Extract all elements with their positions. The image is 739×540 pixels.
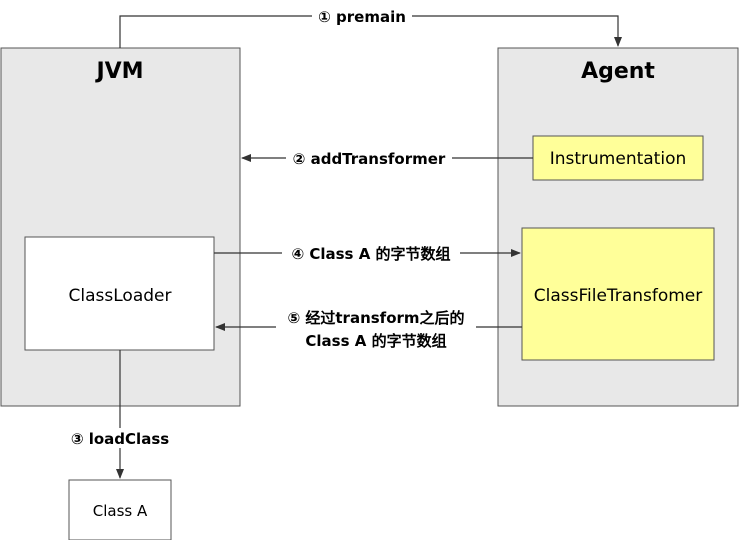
add-transformer-label: ② addTransformer [293, 150, 446, 168]
jvm-title: JVM [94, 59, 143, 84]
agent-title: Agent [581, 59, 655, 84]
classloader-label: ClassLoader [69, 286, 172, 306]
class-a-label: Class A [93, 502, 148, 520]
transformer-label: ClassFileTransfomer [534, 286, 703, 306]
classloader-box [24, 236, 215, 351]
load-class-label: ③ loadClass [71, 430, 169, 448]
bytes-in-label: ④ Class A 的字节数组 [291, 245, 450, 263]
bytes-out-label-line1: ⑤ 经过transform之后的 [287, 309, 464, 327]
premain-label: ① premain [318, 8, 406, 26]
class-a-box [68, 479, 172, 540]
bytes-out-label-line2: Class A 的字节数组 [305, 332, 446, 350]
transformer-box [521, 227, 715, 361]
instrumentation-label: Instrumentation [550, 149, 687, 169]
instrumentation-box [532, 135, 704, 181]
